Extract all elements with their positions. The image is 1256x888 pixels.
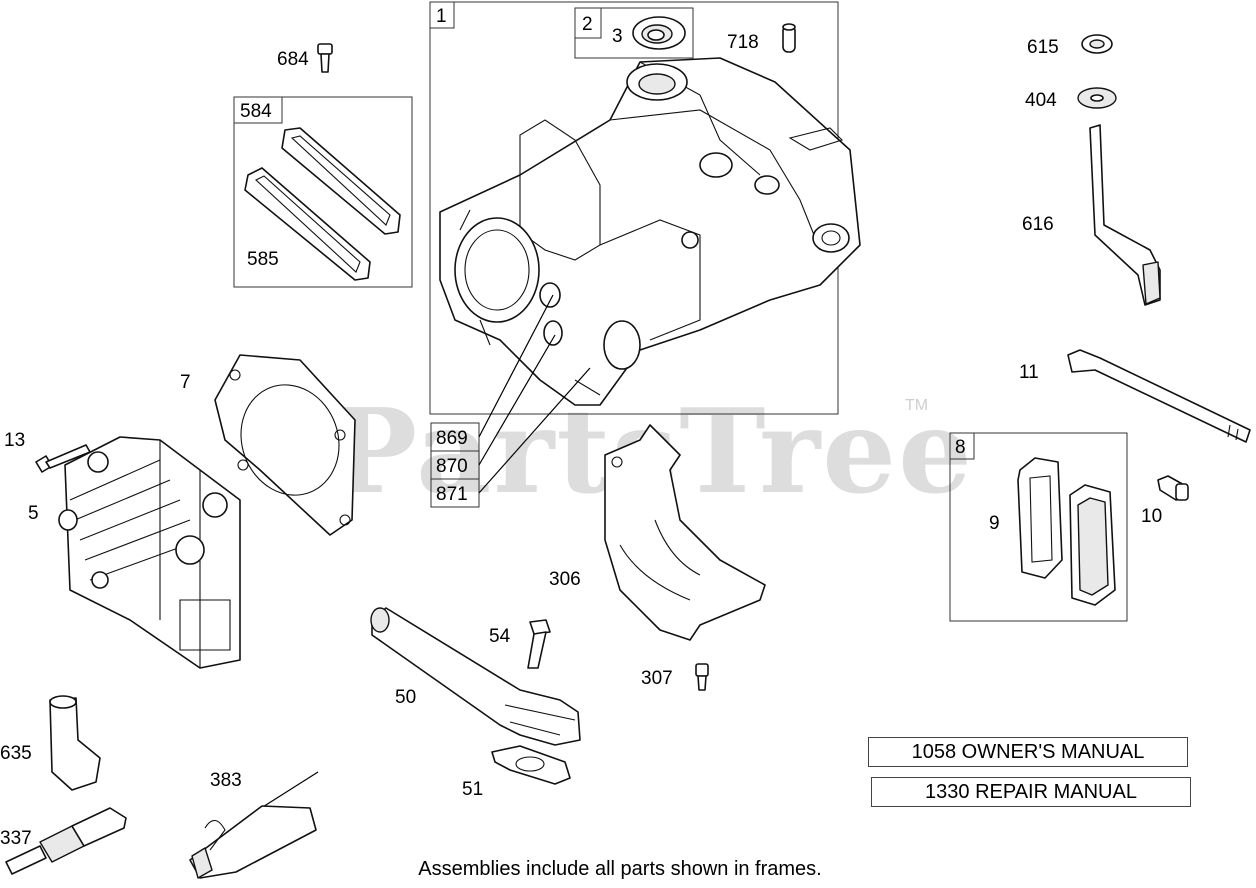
callout-870[interactable]: 870 [436,456,468,477]
cylinder-head-gasket-part[interactable] [214,354,356,536]
callout-51[interactable]: 51 [462,779,483,800]
callout-404[interactable]: 404 [1025,90,1057,111]
callout-869[interactable]: 869 [436,428,468,449]
callout-584[interactable]: 584 [240,101,272,122]
frame-gasket-assembly [233,96,413,288]
head-bolt-part[interactable] [35,444,91,473]
callout-7[interactable]: 7 [180,372,191,393]
callout-5[interactable]: 5 [28,503,39,524]
callout-635[interactable]: 635 [0,743,32,764]
watermark-trademark: TM [905,397,928,414]
callout-585[interactable]: 585 [247,249,279,270]
breather-gasket-9-part[interactable] [1017,457,1063,579]
callout-718[interactable]: 718 [727,32,759,53]
callout-307[interactable]: 307 [641,668,673,689]
callout-box-1 [429,1,455,29]
spark-plug-part[interactable] [5,807,127,875]
breather-cover-part[interactable] [1069,484,1116,606]
owners-manual-label[interactable]: 1058 OWNER'S MANUAL [868,737,1188,767]
callout-54[interactable]: 54 [489,626,511,647]
cylinder-block-part[interactable] [439,57,861,406]
repair-manual-label[interactable]: 1330 REPAIR MANUAL [871,777,1191,807]
leader-870 [478,334,556,466]
callout-11[interactable]: 11 [1019,362,1039,383]
callout-13[interactable]: 13 [4,430,25,451]
breather-screw-part[interactable] [1157,475,1189,501]
callout-616[interactable]: 616 [1022,214,1054,235]
callout-9[interactable]: 9 [989,513,1000,534]
intake-manifold-part[interactable] [370,607,581,746]
push-nut-part[interactable] [1081,34,1113,54]
spark-plug-boot-part[interactable] [49,695,101,791]
callout-3[interactable]: 3 [612,26,623,47]
intake-bolt-part[interactable] [527,619,551,669]
callout-684[interactable]: 684 [277,49,309,70]
leader-869 [478,294,554,438]
frame-breather-assembly [949,432,1128,622]
dowel-pin-part[interactable] [782,23,796,53]
callout-box-584 [233,96,283,124]
governor-lever-part[interactable] [1089,124,1161,306]
washer-part[interactable] [1077,87,1117,109]
air-guide-part[interactable] [604,424,766,641]
callout-615[interactable]: 615 [1027,37,1059,58]
screw-684-part[interactable] [317,43,333,73]
intake-gasket-part[interactable] [491,745,571,785]
callout-1[interactable]: 1 [436,6,447,27]
callout-box-8 [949,432,975,460]
callout-2[interactable]: 2 [582,14,593,35]
callout-box-2 [574,7,602,39]
footer-note: Assemblies include all parts shown in fr… [418,858,822,880]
callout-871[interactable]: 871 [436,484,468,505]
callout-337[interactable]: 337 [0,828,32,849]
breather-gasket-part[interactable] [244,127,401,281]
callout-306[interactable]: 306 [549,569,581,590]
cylinder-head-part[interactable] [58,436,241,669]
oil-seal-part[interactable] [632,16,686,50]
callout-383[interactable]: 383 [210,770,242,791]
leader-871 [478,367,591,494]
callout-10[interactable]: 10 [1141,506,1162,527]
screw-307-part[interactable] [695,663,709,691]
callout-8[interactable]: 8 [955,437,966,458]
governor-shaft-part[interactable] [1067,349,1251,443]
spark-tester-part[interactable] [189,771,319,879]
callout-50[interactable]: 50 [395,687,416,708]
